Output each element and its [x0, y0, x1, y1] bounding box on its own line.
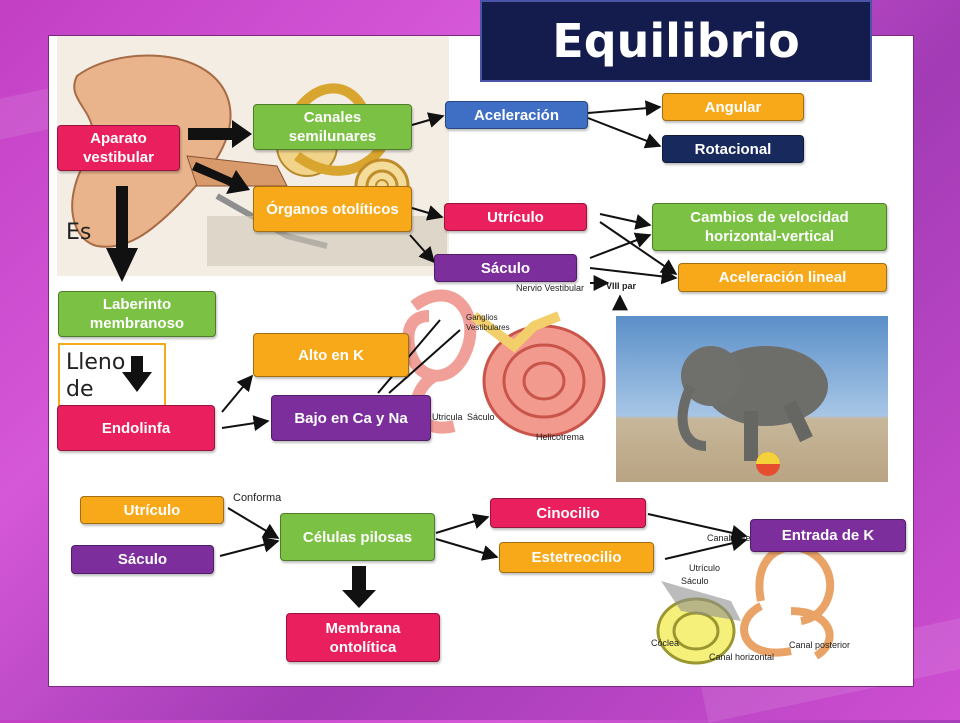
arrow-utriculo-cambios	[599, 213, 652, 230]
node-laberinto-membranoso: Laberinto membranoso	[58, 291, 216, 337]
label-saculo-inner: Sáculo	[467, 412, 495, 422]
node-saculo-top: Sáculo	[434, 254, 577, 282]
node-aceleracion-lineal: Aceleración lineal	[678, 263, 887, 292]
inner-ear-illustration: Ganglios Vestibulares	[402, 289, 606, 438]
label-nervio-vestibular: Nervio Vestibular	[516, 283, 585, 293]
page-title: Equilibrio	[480, 0, 872, 82]
label-helicotrema: Helicotrema	[536, 432, 585, 442]
label-saculo-canals: Sáculo	[681, 576, 709, 586]
label-es: Es	[66, 220, 92, 245]
label-canal-horizontal: Canal horizontal	[709, 652, 775, 662]
node-membrana-ontolitica: Membrana ontolítica	[286, 613, 440, 662]
arrow-canales-aceleracion	[411, 112, 445, 128]
label-ganglios: Ganglios	[466, 313, 498, 322]
arrow-estetreocilio-entradak	[664, 535, 748, 560]
node-estetreocilio: Estetreocilio	[499, 542, 654, 573]
node-cinocilio: Cinocilio	[490, 498, 646, 528]
arrow-saculo-lineal	[589, 267, 678, 285]
node-endolinfa: Endolinfa	[57, 405, 215, 451]
label-canal-posterior: Canal posterior	[789, 640, 851, 650]
pointer-line-2	[388, 329, 461, 394]
block-arrow-es	[106, 186, 138, 282]
block-arrow-lleno	[122, 356, 152, 392]
node-utriculo-bottom: Utrículo	[80, 496, 224, 524]
arrow-endolinfa-altok	[221, 374, 254, 413]
node-organos-otoliticos: Órganos otolíticos	[253, 186, 412, 232]
arrow-endolinfa-bajoca	[221, 415, 270, 432]
node-saculo-bottom: Sáculo	[71, 545, 214, 574]
node-entrada-k: Entrada de K	[750, 519, 906, 552]
block-arrow-aparato-organos	[192, 162, 250, 194]
node-aparato-vestibular: Aparato vestibular	[57, 125, 180, 171]
arrow-utriculo-lineal	[599, 221, 678, 275]
arrow-celulas-estetreocilio	[435, 538, 499, 561]
arrow-cinocilio-entradak	[647, 513, 748, 541]
label-lleno-de: Lleno de	[66, 350, 126, 402]
label-conforma: Conforma	[233, 492, 282, 504]
arrow-organos-utriculo	[411, 205, 444, 221]
node-utriculo-top: Utrículo	[444, 203, 587, 231]
label-coclea: Cóclea	[651, 638, 680, 648]
arrow-aceleracion-rotacional	[587, 117, 662, 149]
node-bajo-ca-na: Bajo en Ca y Na	[271, 395, 431, 441]
node-canales-semilunares: Canales semilunares	[253, 104, 412, 150]
arrow-celulas-cinocilio	[435, 513, 490, 534]
node-celulas-pilosas: Células pilosas	[280, 513, 435, 561]
node-cambios-velocidad: Cambios de velocidad horizontal-vertical	[652, 203, 887, 251]
arrow-organos-saculo	[409, 234, 436, 264]
arrow-saculo-cambios	[589, 232, 652, 259]
block-arrow-aparato-canales	[188, 120, 252, 148]
label-utriculo-canals: Utrículo	[689, 563, 721, 573]
pointer-line-1	[377, 319, 441, 394]
label-utricula: Utricula	[432, 412, 463, 422]
arrow-aceleracion-angular	[587, 100, 662, 117]
node-alto-k: Alto en K	[253, 333, 409, 377]
label-vestibulares: Vestibulares	[466, 323, 510, 332]
arrow-saculo-celulas	[219, 536, 280, 557]
label-viii-par: VIII par	[606, 281, 637, 291]
arrow-utriculo-celulas	[227, 507, 280, 539]
block-arrow-celulas-membrana	[342, 566, 376, 608]
node-rotacional: Rotacional	[662, 135, 804, 163]
semicircular-canals-illustration	[656, 543, 835, 665]
elephant-photo	[616, 316, 888, 482]
node-angular: Angular	[662, 93, 804, 121]
node-aceleracion: Aceleración	[445, 101, 588, 129]
